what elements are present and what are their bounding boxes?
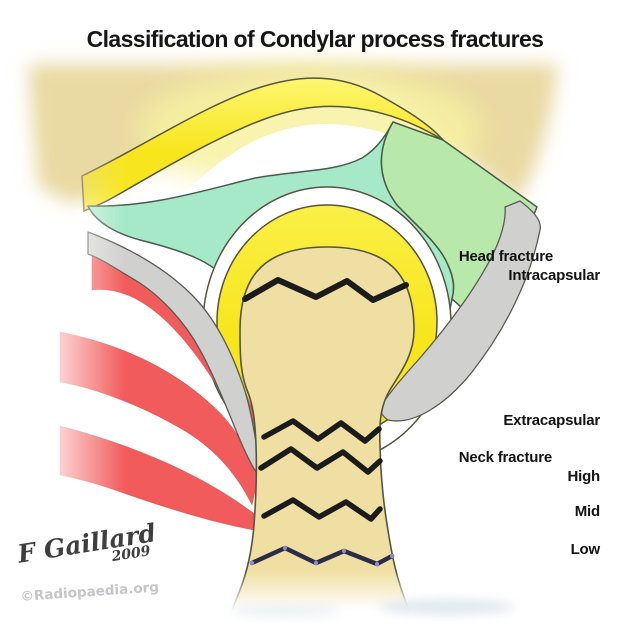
label-neck-fracture: Neck fracture: [458, 449, 552, 466]
label-neck-high: High: [567, 468, 600, 485]
neck-fracture-mid-line: [261, 497, 383, 522]
page-title: Classification of Condylar process fract…: [86, 26, 544, 52]
label-intracapsular: Intracapsular: [508, 267, 600, 284]
bottom-shadow-left: [230, 605, 340, 617]
fracture-lines: [242, 277, 409, 567]
label-extracapsular: Extracapsular: [503, 412, 600, 429]
head-fracture-line: [242, 277, 409, 303]
capsule-gray-right: [380, 200, 541, 422]
label-neck-low: Low: [570, 541, 601, 558]
ramus-bottom-fade: [150, 560, 520, 630]
label-neck-mid: Mid: [574, 503, 600, 520]
neck-fracture-high-line: [261, 418, 382, 444]
muscle-stripe-2: [59, 331, 259, 507]
label-head-fracture: Head fracture: [458, 248, 553, 265]
neck-fracture-mid-upper-line: [258, 446, 383, 475]
fossa-cartilage-arch: [81, 77, 444, 213]
bottom-shadow-right: [379, 599, 515, 615]
capsule-gray-left: [87, 231, 259, 473]
